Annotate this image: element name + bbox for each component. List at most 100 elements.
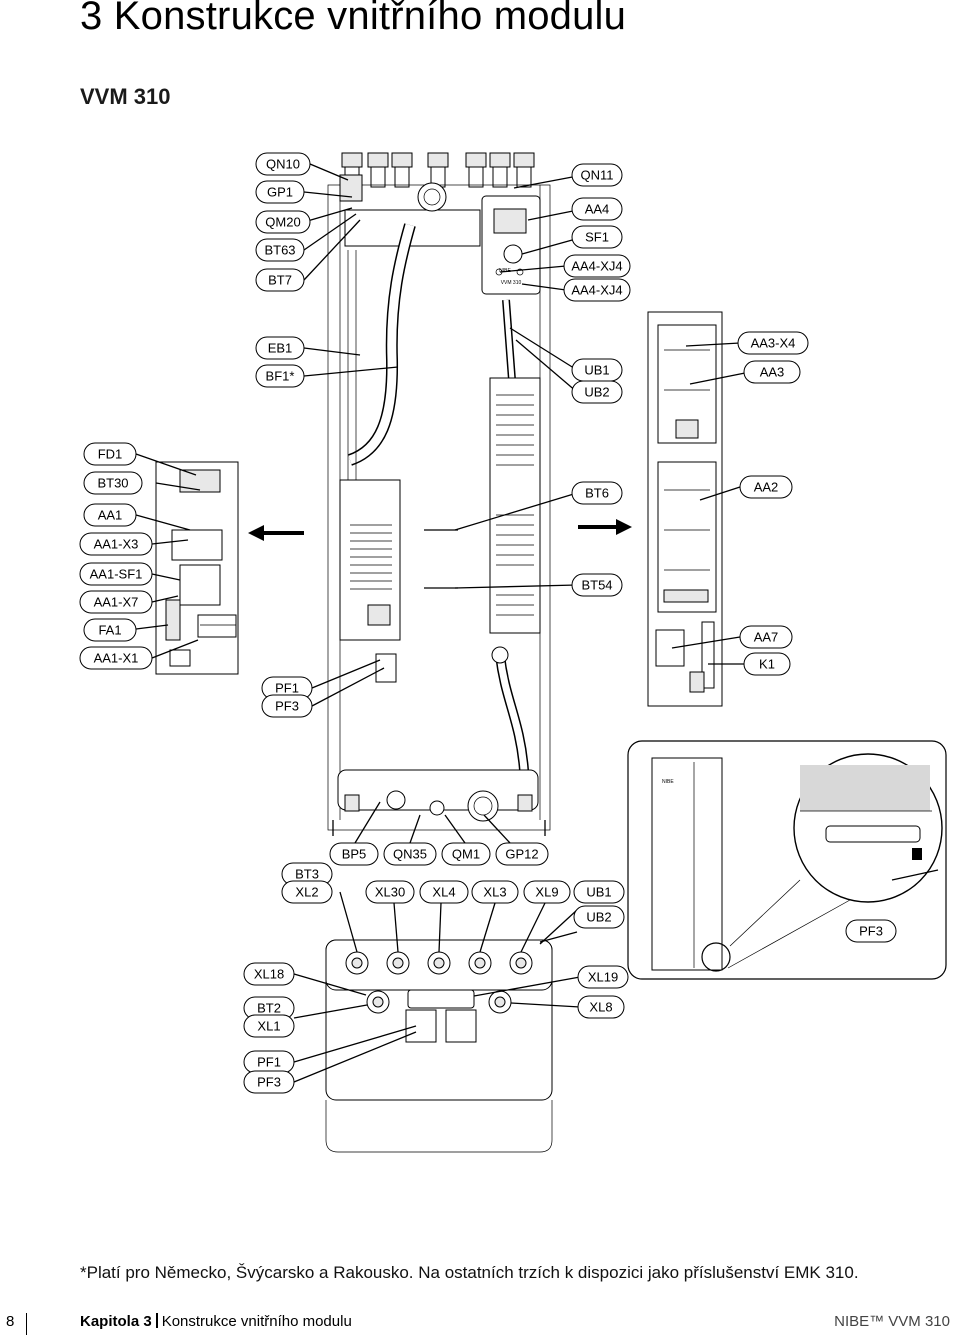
svg-text:BF1*: BF1* <box>266 369 295 384</box>
label-ub1-bottom: UB1 <box>573 880 625 904</box>
label-xl1: XL1 <box>243 1014 295 1038</box>
label-ub2-bottom: UB2 <box>573 905 625 929</box>
relay-k1 <box>701 621 715 689</box>
svg-text:EB1: EB1 <box>268 341 293 356</box>
label-bt54: BT54 <box>571 573 623 597</box>
label-aa1-sf1: AA1-SF1 <box>79 562 153 586</box>
page-title: 3 Konstrukce vnitřního modulu <box>80 0 627 38</box>
label-pf3-detail: PF3 <box>845 919 897 943</box>
svg-text:XL2: XL2 <box>295 885 318 900</box>
label-pf3-bottom: PF3 <box>243 1070 295 1094</box>
svg-text:AA4-XJ4: AA4-XJ4 <box>571 283 622 298</box>
svg-text:PF3: PF3 <box>275 699 299 714</box>
label-sf1: SF1 <box>571 225 623 249</box>
pump-gp12 <box>467 790 499 822</box>
svg-text:UB1: UB1 <box>584 363 609 378</box>
svg-text:AA1-X3: AA1-X3 <box>94 537 139 552</box>
svg-text:XL18: XL18 <box>254 967 284 982</box>
unit-bottom-view <box>325 939 553 1153</box>
svg-text:QN10: QN10 <box>266 157 300 172</box>
svg-text:AA2: AA2 <box>754 480 779 495</box>
label-aa4-xj4-b: AA4-XJ4 <box>563 278 631 302</box>
label-aa1-x7: AA1-X7 <box>79 590 153 614</box>
svg-text:XL9: XL9 <box>535 885 558 900</box>
label-ub1-top: UB1 <box>571 358 623 382</box>
label-xl4: XL4 <box>419 880 469 904</box>
svg-text:XL4: XL4 <box>432 885 455 900</box>
svg-text:BP5: BP5 <box>342 847 367 862</box>
electrical-box-right <box>647 311 723 707</box>
svg-text:SF1: SF1 <box>585 230 609 245</box>
label-bf1: BF1* <box>255 364 305 388</box>
footnote: *Platí pro Německo, Švýcarsko a Rakousko… <box>80 1263 859 1282</box>
label-qn11: QN11 <box>571 163 623 187</box>
label-fa1: FA1 <box>83 618 137 642</box>
rating-plate-pf1 <box>375 653 397 683</box>
label-qm1: QM1 <box>441 842 491 866</box>
electrical-box-left <box>155 461 239 675</box>
label-qn35: QN35 <box>383 842 437 866</box>
heat-exchanger-cover <box>489 377 541 634</box>
detail-brand-text: NIBE <box>662 779 674 785</box>
unit-side-view <box>651 757 723 971</box>
label-aa1: AA1 <box>83 503 137 527</box>
valve-qn35 <box>429 800 445 816</box>
svg-text:XL19: XL19 <box>588 970 618 985</box>
label-bt3: BT3 <box>281 862 333 886</box>
svg-text:PF3: PF3 <box>257 1075 281 1090</box>
label-k1: K1 <box>743 652 791 676</box>
leader-lines <box>127 163 751 1083</box>
label-aa3: AA3 <box>743 360 801 384</box>
label-fd1: FD1 <box>83 442 137 466</box>
label-aa3-x4: AA3-X4 <box>737 331 809 355</box>
svg-text:XL1: XL1 <box>257 1019 280 1034</box>
model-subtitle: VVM 310 <box>80 84 171 109</box>
svg-text:UB1: UB1 <box>586 885 611 900</box>
label-bp5: BP5 <box>329 842 379 866</box>
svg-text:XL3: XL3 <box>483 885 506 900</box>
top-pipe-connectors <box>341 152 535 188</box>
label-pf3-mid: PF3 <box>261 694 313 718</box>
svg-text:AA1: AA1 <box>98 508 123 523</box>
display-screen <box>493 208 527 234</box>
svg-text:GP12: GP12 <box>505 847 538 862</box>
svg-text:XL8: XL8 <box>589 1000 612 1015</box>
svg-text:BT3: BT3 <box>295 867 319 882</box>
label-gp12: GP12 <box>495 842 549 866</box>
label-bt7: BT7 <box>255 268 305 292</box>
circulation-pump-gp1 <box>417 182 447 212</box>
svg-text:BT30: BT30 <box>97 476 128 491</box>
panel-model-text: VVM 310 <box>501 280 522 286</box>
svg-text:FA1: FA1 <box>98 623 121 638</box>
label-bt30: BT30 <box>83 471 143 495</box>
svg-text:XL30: XL30 <box>375 885 405 900</box>
label-ub2-top: UB2 <box>571 380 623 404</box>
chapter-separator <box>155 1313 158 1328</box>
exchanger-fins <box>496 394 534 616</box>
pressure-sensor-bp5 <box>386 790 406 810</box>
svg-text:UB2: UB2 <box>586 910 611 925</box>
svg-text:AA1-X1: AA1-X1 <box>94 651 139 666</box>
label-bt2: BT2 <box>243 996 295 1020</box>
svg-text:PF3: PF3 <box>859 924 883 939</box>
label-gp1: GP1 <box>255 180 305 204</box>
svg-text:BT7: BT7 <box>268 273 292 288</box>
svg-text:BT54: BT54 <box>581 578 612 593</box>
svg-text:PF1: PF1 <box>275 681 299 696</box>
board-aa7 <box>655 629 685 667</box>
label-aa4-xj4-a: AA4-XJ4 <box>563 254 631 278</box>
label-bt63: BT63 <box>255 238 305 262</box>
label-xl9: XL9 <box>523 880 571 904</box>
svg-text:QN11: QN11 <box>581 168 614 183</box>
label-bt6: BT6 <box>571 481 623 505</box>
label-pf1-bottom: PF1 <box>243 1050 295 1074</box>
svg-text:AA4: AA4 <box>585 202 610 217</box>
pf3-detail-inset: NIBE <box>627 740 947 980</box>
label-xl18: XL18 <box>243 962 295 986</box>
svg-text:GP1: GP1 <box>267 185 293 200</box>
label-xl8: XL8 <box>577 995 625 1019</box>
label-qm20: QM20 <box>255 210 311 234</box>
svg-text:K1: K1 <box>759 657 775 672</box>
